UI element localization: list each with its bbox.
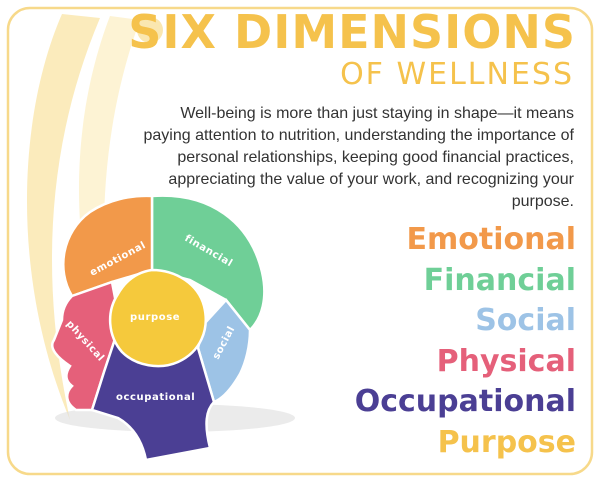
frame-border [6,6,594,476]
dimension-physical: Physical [436,343,576,379]
dimension-social: Social [475,303,576,338]
frame-figure-head [137,17,163,43]
intro-paragraph: Well-being is more than just staying in … [143,105,574,210]
frame-swoosh [26,14,101,420]
page-subtitle: OF WELLNESS [340,57,574,92]
dimension-purpose: Purpose [437,424,576,460]
dimension-emotional: Emotional [406,222,576,257]
puzzle-piece-purpose [108,268,207,368]
puzzle-piece-emotional [62,194,154,298]
puzzle-piece-physical [51,280,122,412]
dimension-financial: Financial [423,262,576,298]
dimensions-list: Emotional Financial Social Physical Occu… [355,220,576,463]
piece-label-occupational: occupational [116,392,195,403]
piece-label-purpose: purpose [130,312,180,323]
page-title: SIX DIMENSIONS [128,5,576,59]
dimension-occupational: Occupational [354,384,576,419]
